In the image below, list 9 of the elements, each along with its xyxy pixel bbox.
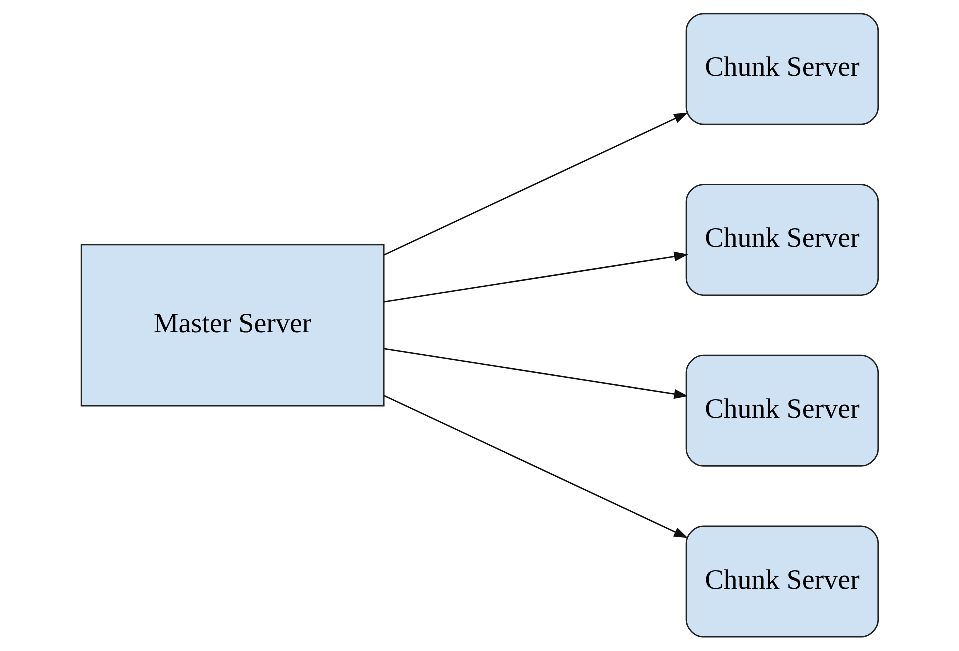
- arrow: [384, 395, 688, 538]
- arrow: [384, 252, 688, 303]
- arrow: [384, 348, 688, 400]
- node-box: Chunk Server: [685, 184, 879, 296]
- node-box: Master Server: [80, 244, 384, 407]
- arrow: [384, 112, 688, 256]
- node-box: Chunk Server: [685, 13, 879, 126]
- node-box: Chunk Server: [685, 526, 879, 638]
- node-box: Chunk Server: [685, 354, 879, 467]
